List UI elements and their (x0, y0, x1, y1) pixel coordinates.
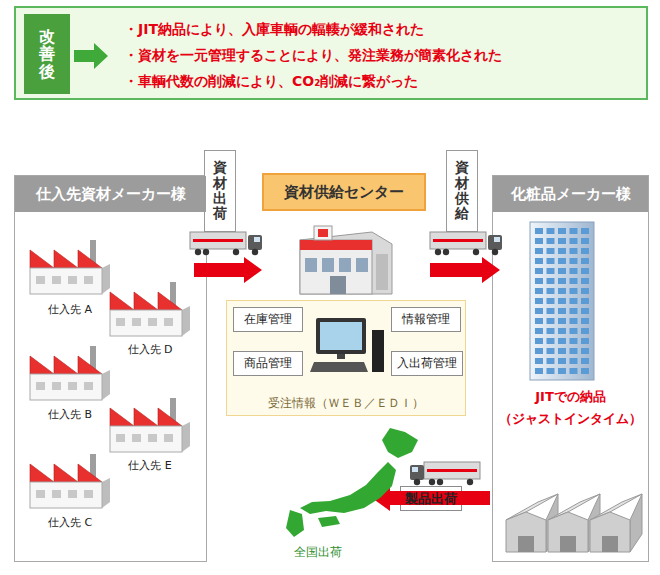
flow-arrow (372, 485, 490, 511)
node-title: 仕入先資材メーカー様 (15, 176, 206, 212)
factory-icon (30, 454, 110, 508)
supply-tag: 資材供給 (446, 150, 478, 232)
maker-panel: 化粧品メーカー様 JITでの納品（ジャストインタイム） (492, 175, 649, 562)
node-title: 改善後 (39, 28, 55, 81)
node-note: ・車輌代数の削減により、CO₂削減に繋がった (124, 68, 646, 94)
supplier-label: 仕入先 A (25, 302, 115, 317)
green-arrow (74, 43, 108, 69)
truck-icon (430, 232, 502, 255)
after-tag: 改善後 (24, 14, 70, 94)
warehouse-icon (506, 494, 558, 552)
shipment-tag: 資材出荷 (204, 150, 236, 232)
truck-icon (190, 232, 262, 255)
flow-arrow (430, 257, 500, 283)
truck-icon (410, 462, 480, 485)
factory-icon (30, 240, 110, 294)
improvement-box: ・JIT納品により、入庫車輌の輻輳が緩和された・資材を一元管理することにより、発… (14, 6, 648, 100)
node-title: 商品管理 (244, 355, 292, 372)
factory-icon (30, 346, 110, 400)
product-tag: 製品出荷 (400, 486, 462, 511)
node-title: ・JIT納品により、入庫車輌の輻輳が緩和された (124, 16, 646, 42)
node-title: 入出荷管理 (397, 355, 457, 372)
node-note: JITでの納品 (493, 386, 648, 408)
maker-building (530, 222, 594, 380)
factory-icon (110, 282, 190, 336)
warehouse-icon (548, 494, 600, 552)
japan-map (286, 428, 418, 537)
computer-icon (310, 318, 384, 372)
supplier-label: 仕入先 C (25, 515, 115, 530)
node-title: 資材出荷 (213, 160, 227, 222)
warehouse-icon (590, 494, 642, 552)
supplier-label: 仕入先 B (25, 407, 115, 422)
node-title: 資材供給センター (284, 183, 404, 202)
function-box: 情報管理 (391, 307, 461, 332)
node-title: 情報管理 (402, 311, 450, 328)
node-title: 資材供給 (455, 160, 469, 222)
node-note: （ジャストインタイム） (493, 408, 648, 430)
node-title: 在庫管理 (244, 311, 292, 328)
function-box: 商品管理 (233, 351, 303, 376)
node-title: 受注情報（ＷＥＢ／ＥＤＩ） (265, 395, 427, 412)
supplier-label: 仕入先 E (105, 458, 195, 473)
node-title: 化粧品メーカー様 (493, 176, 648, 212)
supplier-panel: 仕入先資材メーカー様 (14, 175, 207, 562)
supplier-label: 仕入先 D (105, 342, 195, 357)
node-note: ・資材を一元管理することにより、発注業務が簡素化された (124, 42, 646, 68)
factory-icon (110, 398, 190, 452)
center-building (300, 226, 392, 294)
center-header: 資材供給センター (262, 173, 426, 211)
node-title: 製品出荷 (405, 490, 457, 508)
function-box: 在庫管理 (233, 307, 303, 332)
system-frame: 受注情報（ＷＥＢ／ＥＤＩ） 在庫管理商品管理 情報管理入出荷管理 (226, 300, 466, 416)
function-box: 入出荷管理 (391, 351, 463, 376)
flow-arrow (194, 257, 262, 283)
map-caption: 全国出荷 (273, 544, 363, 561)
